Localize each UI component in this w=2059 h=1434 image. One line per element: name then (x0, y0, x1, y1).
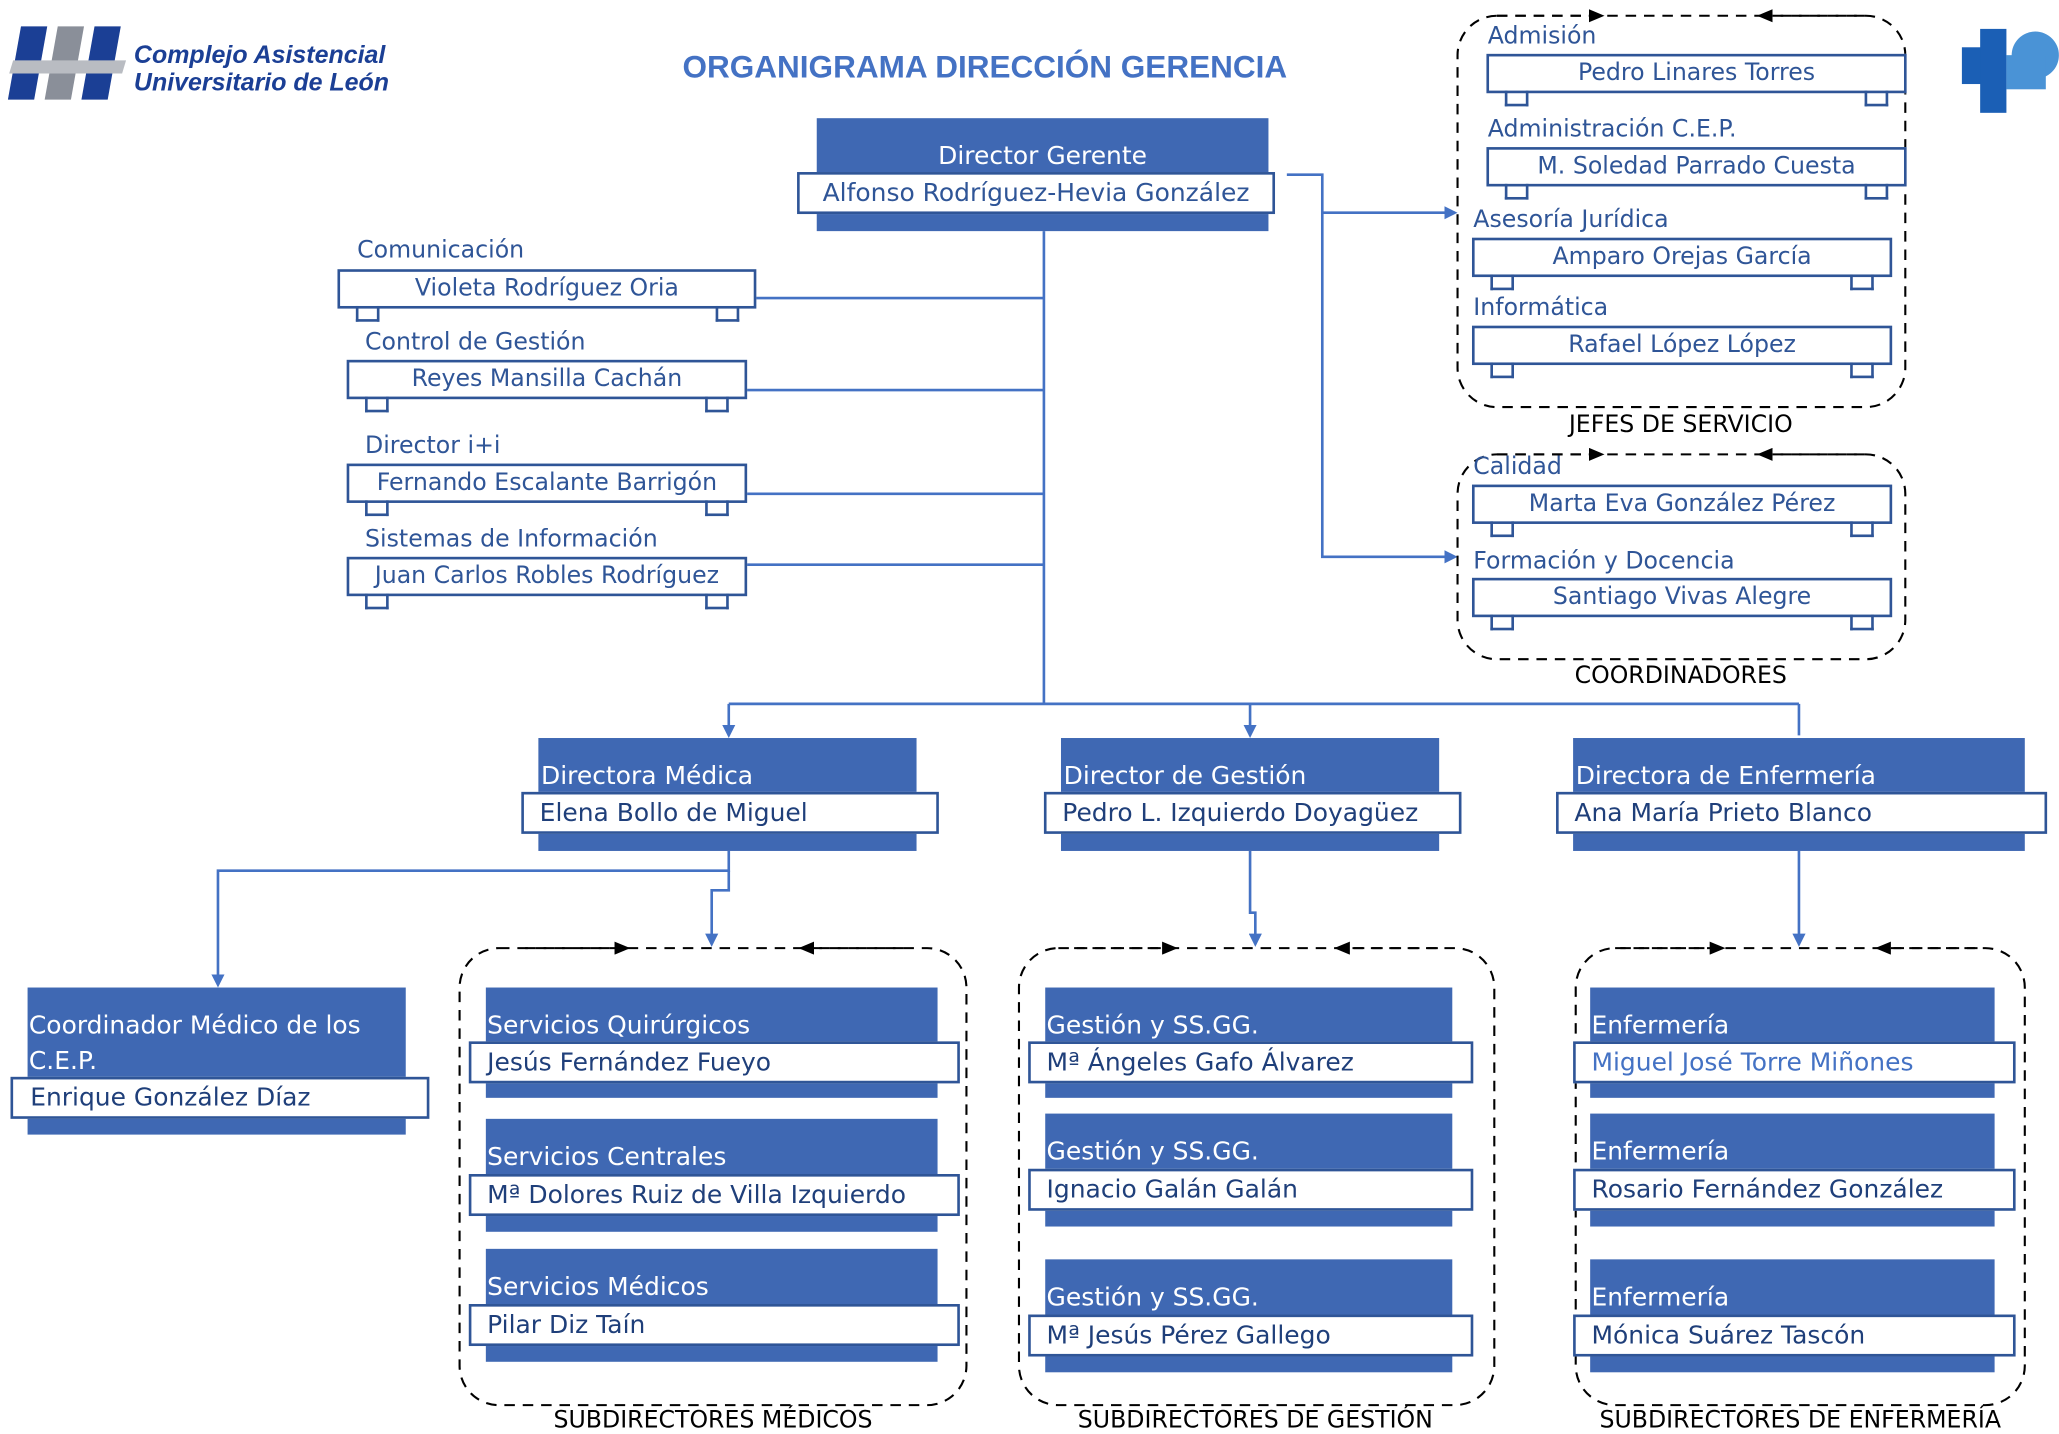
subdirector-name: Jesús Fernández Fueyo (468, 1041, 960, 1084)
subdirector-name: Mª Jesús Pérez Gallego (1028, 1314, 1474, 1357)
subdirector-name: Miguel José Torre Miñones (1573, 1041, 2016, 1084)
ribbon-decoration (1850, 614, 1874, 631)
direction-name: Ana María Prieto Blanco (1556, 791, 2048, 834)
subdirector-role: Enfermería (1591, 1282, 1730, 1312)
ribbon-decoration (1490, 274, 1515, 291)
subdirector-role: Gestión y SS.GG. (1046, 1282, 1259, 1312)
ribbon-decoration (365, 500, 389, 517)
director-gerente-role: Director Gerente (938, 141, 1148, 171)
subdirectores-medicos-caption: SUBDIRECTORES MÉDICOS (553, 1406, 873, 1434)
subdirector-name: Mª Ángeles Gafo Álvarez (1028, 1041, 1474, 1084)
ribbon-decoration (1864, 183, 1889, 200)
coordinator-label: Formación y Docencia (1473, 547, 1735, 576)
staff-unit-name: Reyes Mansilla Cachán (346, 359, 748, 400)
service-head-name: Rafael López López (1471, 325, 1893, 366)
service-head-name: M. Soledad Parrado Cuesta (1486, 147, 1907, 187)
organization-name-line2: Universitario de León (133, 69, 390, 98)
subdirectores-gestion-caption: SUBDIRECTORES DE GESTIÓN (1077, 1406, 1433, 1434)
direction-name: Elena Bollo de Miguel (521, 791, 939, 834)
ribbon-decoration (1850, 362, 1874, 379)
subdirector-role: Enfermería (1591, 1137, 1730, 1167)
service-head-name: Pedro Linares Torres (1486, 53, 1907, 94)
jefes-group-caption: JEFES DE SERVICIO (1568, 411, 1793, 439)
service-head-label: Informática (1473, 294, 1609, 322)
coordinador-cep-name: Enrique González Díaz (10, 1076, 430, 1119)
ribbon-decoration (705, 500, 729, 517)
ribbon-decoration (355, 305, 380, 322)
organization-name-line1: Complejo Asistencial (133, 42, 386, 70)
ribbon-decoration (705, 593, 729, 610)
director-gerente-name: Alfonso Rodríguez-Hevia González (797, 172, 1276, 215)
subdirector-role: Servicios Quirúrgicos (487, 1011, 751, 1041)
coordinator-label: Calidad (1473, 453, 1562, 481)
subdirector-role: Gestión y SS.GG. (1046, 1011, 1259, 1041)
service-head-name: Amparo Orejas García (1471, 237, 1893, 278)
hospital-logo-icon (7, 26, 127, 100)
subdirector-role: Servicios Médicos (487, 1272, 709, 1302)
ribbon-decoration (365, 593, 389, 610)
staff-unit-label: Comunicación (357, 236, 525, 264)
coordinadores-group-caption: COORDINADORES (1574, 661, 1787, 690)
subdirector-name: Pilar Diz Taín (468, 1304, 960, 1347)
coordinador-cep-role-line1: Coordinador Médico de los (28, 1011, 361, 1041)
subdirectores-enfermeria-caption: SUBDIRECTORES DE ENFERMERÍA (1599, 1406, 2002, 1434)
service-head-label: Administración C.E.P. (1487, 115, 1737, 144)
ribbon-decoration (1504, 90, 1529, 107)
organization-name: Complejo Asistencial Universitario de Le… (134, 42, 389, 97)
direction-role: Directora Médica (540, 761, 754, 791)
service-head-label: Admisión (1487, 22, 1597, 50)
subdirector-name: Ignacio Galán Galán (1028, 1168, 1474, 1211)
ribbon-decoration (1850, 521, 1874, 538)
staff-unit-label: Director i+i (365, 432, 501, 460)
ribbon-decoration (1504, 183, 1529, 200)
coordinator-name: Santiago Vivas Alegre (1471, 577, 1893, 618)
ribbon-decoration (715, 305, 740, 322)
ribbon-decoration (365, 396, 389, 413)
staff-unit-name: Fernando Escalante Barrigón (346, 463, 748, 503)
subdirector-role: Gestión y SS.GG. (1046, 1137, 1259, 1167)
subdirector-role: Enfermería (1591, 1011, 1730, 1041)
health-service-logo-icon (1961, 28, 2059, 113)
staff-unit-label: Sistemas de Información (365, 525, 658, 553)
organization-logo: Complejo Asistencial Universitario de Le… (7, 26, 389, 105)
subdirector-name: Rosario Fernández González (1573, 1168, 2016, 1211)
coordinador-cep-role-line2: C.E.P. (28, 1046, 98, 1076)
ribbon-decoration (705, 396, 729, 413)
direction-role: Director de Gestión (1063, 761, 1307, 791)
direction-role: Directora de Enfermería (1575, 761, 1876, 791)
ribbon-decoration (1850, 274, 1874, 291)
coordinador-cep-role: Coordinador Médico de los C.E.P. (29, 1009, 361, 1080)
subdirector-name: Mónica Suárez Tascón (1573, 1314, 2016, 1357)
subdirector-name: Mª Dolores Ruiz de Villa Izquierdo (468, 1174, 960, 1217)
ribbon-decoration (1490, 614, 1515, 631)
ribbon-decoration (1864, 90, 1889, 107)
page-title: ORGANIGRAMA DIRECCIÓN GERENCIA (682, 49, 1288, 86)
staff-unit-name: Juan Carlos Robles Rodríguez (346, 556, 748, 597)
staff-unit-label: Control de Gestión (365, 328, 586, 356)
staff-unit-name: Violeta Rodríguez Oria (337, 269, 757, 309)
ribbon-decoration (1490, 521, 1515, 538)
ribbon-decoration (1490, 362, 1515, 379)
direction-name: Pedro L. Izquierdo Doyagüez (1043, 791, 1462, 834)
subdirector-role: Servicios Centrales (487, 1142, 727, 1172)
service-head-label: Asesoría Jurídica (1473, 206, 1669, 234)
coordinator-name: Marta Eva González Pérez (1471, 484, 1893, 524)
